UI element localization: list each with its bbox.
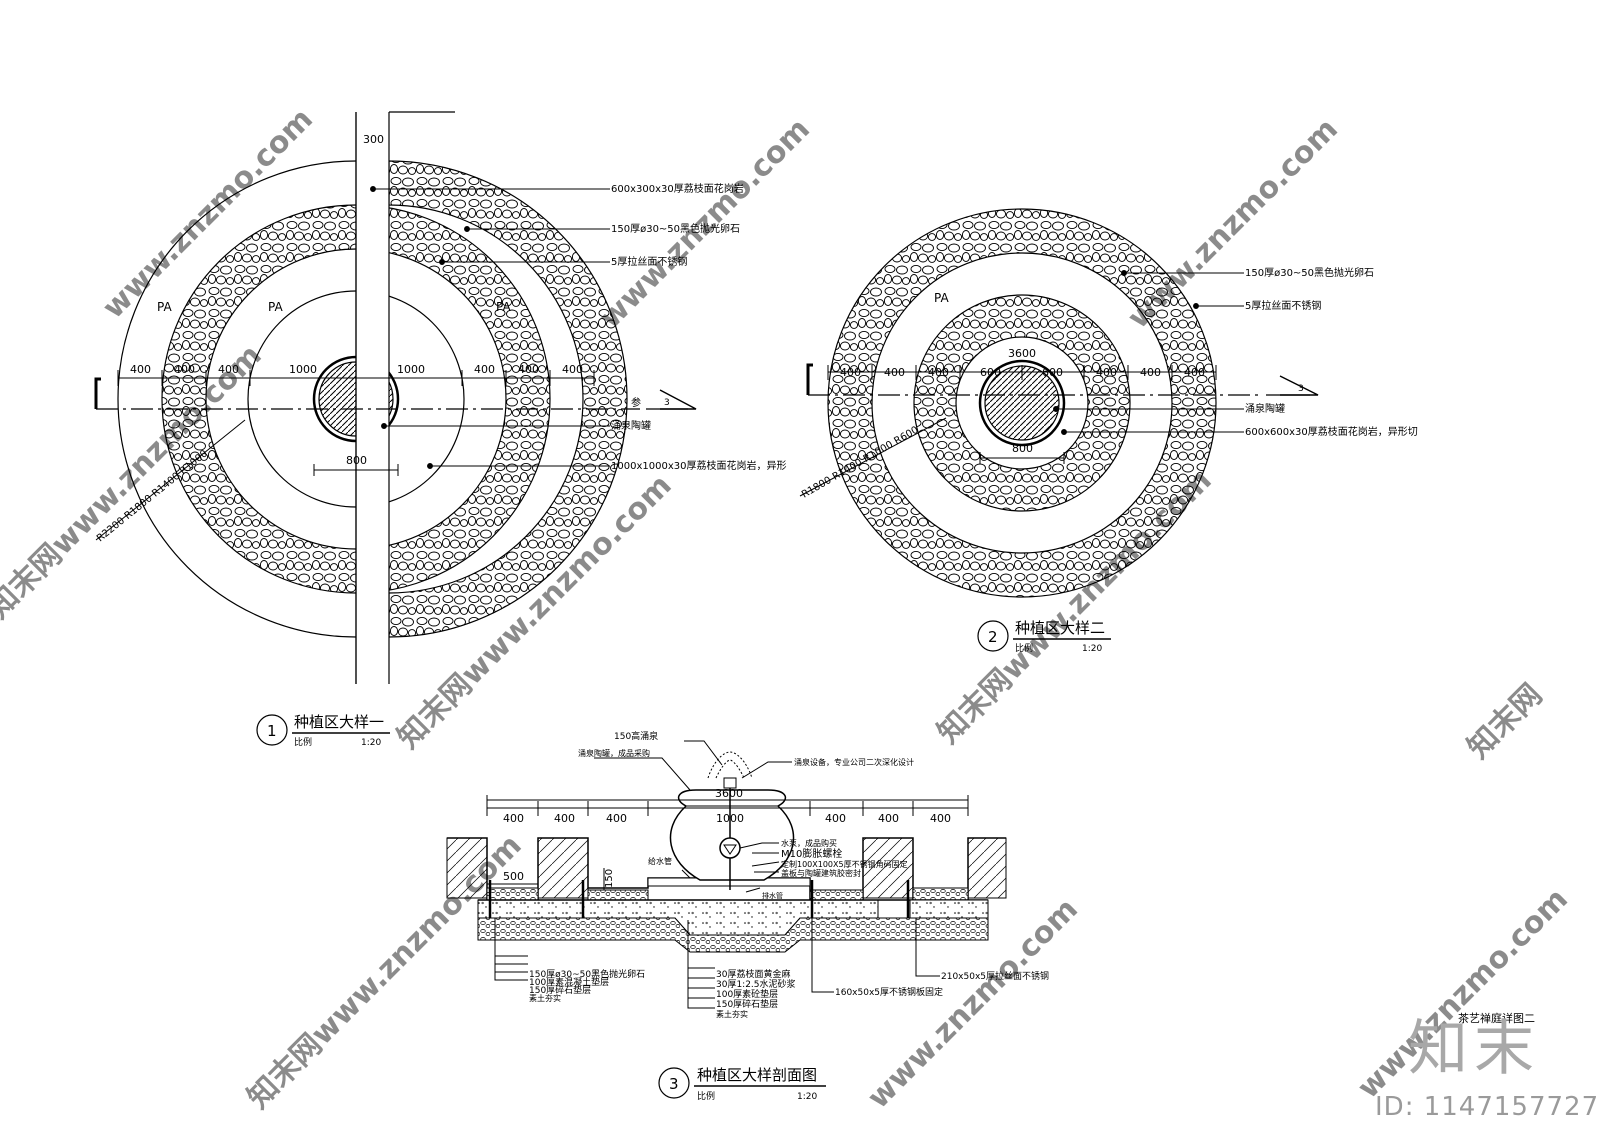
detail-2-section-line <box>806 363 1319 396</box>
d3-pipe-label-1: 排水管 <box>762 891 783 900</box>
detail-3-section <box>446 740 1007 1009</box>
d3-top-label-2: 涌泉设备，专业公司二次深化设计 <box>794 757 914 767</box>
d1-label-2: 5厚拉丝面不锈钢 <box>611 255 687 268</box>
d1-dim-0: 400 <box>130 363 151 376</box>
d2-label-0: 150厚ø30~50黑色抛光卵石 <box>1245 266 1374 279</box>
d2-section-num: 3 <box>1298 384 1304 394</box>
d1-label-0: 600x300x30厚荔枝面花岗岩 <box>611 182 744 195</box>
d3-mid-stack-3: 150厚碎石垫层 <box>716 998 778 1010</box>
d1-width-dim: 800 <box>346 454 367 467</box>
d2-scale: 1:20 <box>1082 644 1102 654</box>
d1-dim-1: 400 <box>174 363 195 376</box>
d3-scale-label: 比例 <box>697 1090 715 1102</box>
d3-right-label-3: 盖板与陶罐建筑胶密封 <box>781 868 861 878</box>
d2-label-1: 5厚拉丝面不锈钢 <box>1245 299 1321 312</box>
d3-bottom-label-0: 160x50x5厚不锈钢板固定 <box>835 986 943 998</box>
d1-dim-7: 400 <box>562 363 583 376</box>
d1-dim-2: 400 <box>218 363 239 376</box>
d3-title-block: 3 种植区大样剖面图 比例 1:20 <box>658 1066 826 1102</box>
d2-width-dim: 800 <box>1012 442 1033 455</box>
d3-pipe-label-0: 给水管 <box>648 856 672 866</box>
d3-right-label-1: M10膨胀螺栓 <box>781 847 842 860</box>
d2-title: 种植区大样二 <box>1015 619 1105 637</box>
detail-2-leaders <box>1053 270 1244 435</box>
d3-top-label-0: 150高涌泉 <box>614 730 658 742</box>
d1-label-4: 1000x1000x30厚荔枝面花岗岩，异形 <box>611 459 786 472</box>
d3-dim-0: 400 <box>503 812 524 825</box>
d1-dim-4: 1000 <box>397 363 425 376</box>
d1-pa-0: PA <box>157 300 172 314</box>
d3-dim-500: 500 <box>503 870 524 883</box>
d1-section-num: 3 <box>664 398 670 408</box>
d3-dim-5: 400 <box>878 812 899 825</box>
d2-total-dim: 3600 <box>1008 347 1036 360</box>
detail-1-section-line <box>94 377 697 410</box>
sheet-title: 茶艺禅庭详图二 <box>1458 1012 1535 1025</box>
d3-dim-2: 400 <box>606 812 627 825</box>
d3-total-dim: 3600 <box>715 787 743 800</box>
d3-left-stack-2: 150厚碎石垫层 <box>529 984 591 996</box>
d3-dim-3: 1000 <box>716 812 744 825</box>
brand-id: ID: 1147157727 <box>1375 1092 1600 1122</box>
watermark-9: 知末网 <box>1461 677 1549 765</box>
d3-left-stack-3: 素土夯实 <box>529 993 561 1003</box>
d2-dim-2: 400 <box>928 366 949 379</box>
detail-2-plan <box>827 208 1217 598</box>
d2-dim-7: 400 <box>1184 366 1205 379</box>
d3-dim-1: 400 <box>554 812 575 825</box>
d2-dim-0: 400 <box>840 366 861 379</box>
d3-right-label-2: 定制100X100X5厚不锈钢角码固定 <box>781 859 908 869</box>
d3-mid-stack-0: 30厚荔枝面黄金麻 <box>716 968 790 980</box>
d1-scale-label: 比例 <box>294 736 312 748</box>
d3-number: 3 <box>669 1075 679 1093</box>
d3-mid-stack-2: 100厚素砼垫层 <box>716 988 778 1000</box>
d1-top-dim: 300 <box>363 133 384 146</box>
d1-title-block: 1 种植区大样一 比例 1:20 <box>256 713 390 748</box>
d2-title-block: 2 种植区大样二 比例 1:20 <box>977 619 1111 654</box>
d3-left-stack-1: 100厚素混凝土垫层 <box>529 976 609 988</box>
d3-mid-stack-1: 30厚1:2.5水泥砂浆 <box>716 978 796 990</box>
d3-dim-4: 400 <box>825 812 846 825</box>
watermark-7: 知末网www.znzmo.com <box>241 828 529 1116</box>
d3-title: 种植区大样剖面图 <box>697 1066 817 1084</box>
d2-number: 2 <box>988 628 998 646</box>
detail-1-leaders <box>370 186 610 469</box>
d2-dim-5: 400 <box>1096 366 1117 379</box>
d3-scale: 1:20 <box>797 1092 817 1102</box>
d3-top-label-1: 涌泉陶罐，成品采购 <box>578 748 650 758</box>
d1-label-3: 涌泉陶罐 <box>611 419 651 432</box>
d2-dim-6: 400 <box>1140 366 1161 379</box>
d2-label-2: 涌泉陶罐 <box>1245 402 1285 415</box>
d1-scale: 1:20 <box>361 738 381 748</box>
d3-right-label-0: 水泵，成品购买 <box>781 838 837 848</box>
d3-dim-6: 400 <box>930 812 951 825</box>
d2-pa: PA <box>934 291 949 305</box>
d2-dim-1: 400 <box>884 366 905 379</box>
d3-dim-150: 150 <box>604 869 615 888</box>
d2-dim-4: 600 <box>1042 366 1063 379</box>
d1-pa-2: PA <box>496 300 511 314</box>
d2-label-3: 600x600x30厚荔枝面花岗岩，异形切 <box>1245 425 1418 438</box>
d2-scale-label: 比例 <box>1015 642 1033 654</box>
d3-bottom-label-1: 210x50x5厚拉丝面不锈钢 <box>941 970 1049 982</box>
detail-2-dimension-line <box>799 365 1217 497</box>
d1-pa-1: PA <box>268 300 283 314</box>
brand-logo: 知末 <box>1408 1014 1540 1084</box>
d1-label-1: 150厚ø30~50黑色抛光卵石 <box>611 222 740 235</box>
d1-section-mark: 参 <box>631 396 641 409</box>
d1-dim-3: 1000 <box>289 363 317 376</box>
d1-title: 种植区大样一 <box>294 713 384 731</box>
d3-left-stack-0: 150厚ø30~50黑色抛光卵石 <box>529 968 645 980</box>
d2-dim-3: 600 <box>980 366 1001 379</box>
d1-number: 1 <box>267 722 277 740</box>
d3-mid-stack-4: 素土夯实 <box>716 1009 748 1019</box>
detail-1-dimension-line <box>95 370 595 541</box>
d1-dim-5: 400 <box>474 363 495 376</box>
d1-dim-6: 400 <box>518 363 539 376</box>
